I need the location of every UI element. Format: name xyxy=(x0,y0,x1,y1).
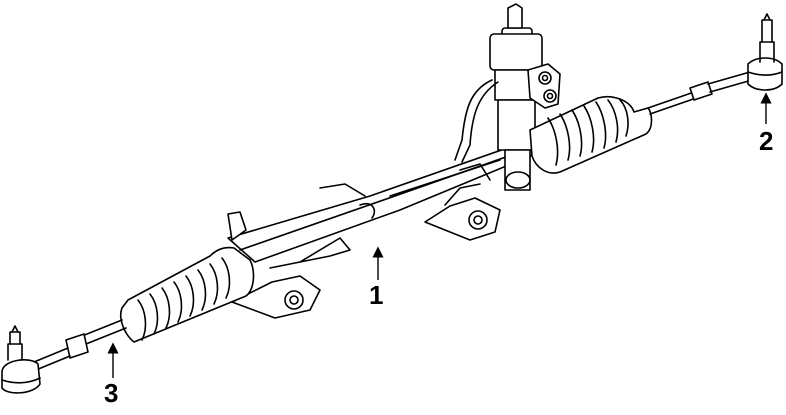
right-bellows-boot xyxy=(529,96,653,174)
rack-housing xyxy=(227,139,546,319)
right-tie-rod xyxy=(647,71,753,115)
callout-3-label: 3 xyxy=(104,378,119,408)
callout-1-label: 1 xyxy=(369,280,384,310)
left-outer-tie-rod-end xyxy=(1,325,41,394)
callout-2-label: 2 xyxy=(759,126,774,156)
pinion-valve-housing xyxy=(454,3,561,191)
left-tie-rod xyxy=(33,319,127,371)
left-bellows-boot xyxy=(119,246,255,343)
right-outer-tie-rod-end xyxy=(747,13,783,91)
